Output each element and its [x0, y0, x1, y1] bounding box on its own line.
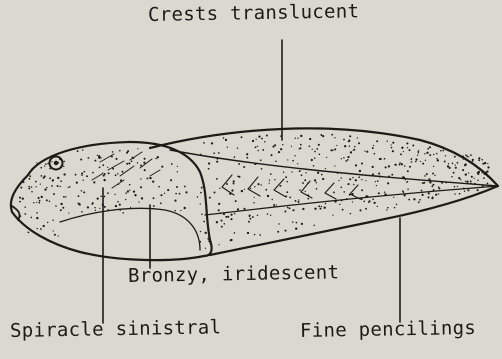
belly-outline — [60, 208, 200, 250]
label-fine-pencilings: Fine pencilings — [300, 317, 476, 342]
tail-fin-outline — [150, 128, 498, 255]
body-outline — [11, 142, 212, 260]
label-crests-translucent: Crests translucent — [148, 0, 360, 26]
stippling — [19, 134, 490, 249]
label-bronzy-iridescent: Bronzy, iridescent — [128, 261, 340, 287]
label-spiracle-sinistral: Spiracle sinistral — [10, 316, 222, 342]
tail-lower-axis — [205, 186, 498, 215]
